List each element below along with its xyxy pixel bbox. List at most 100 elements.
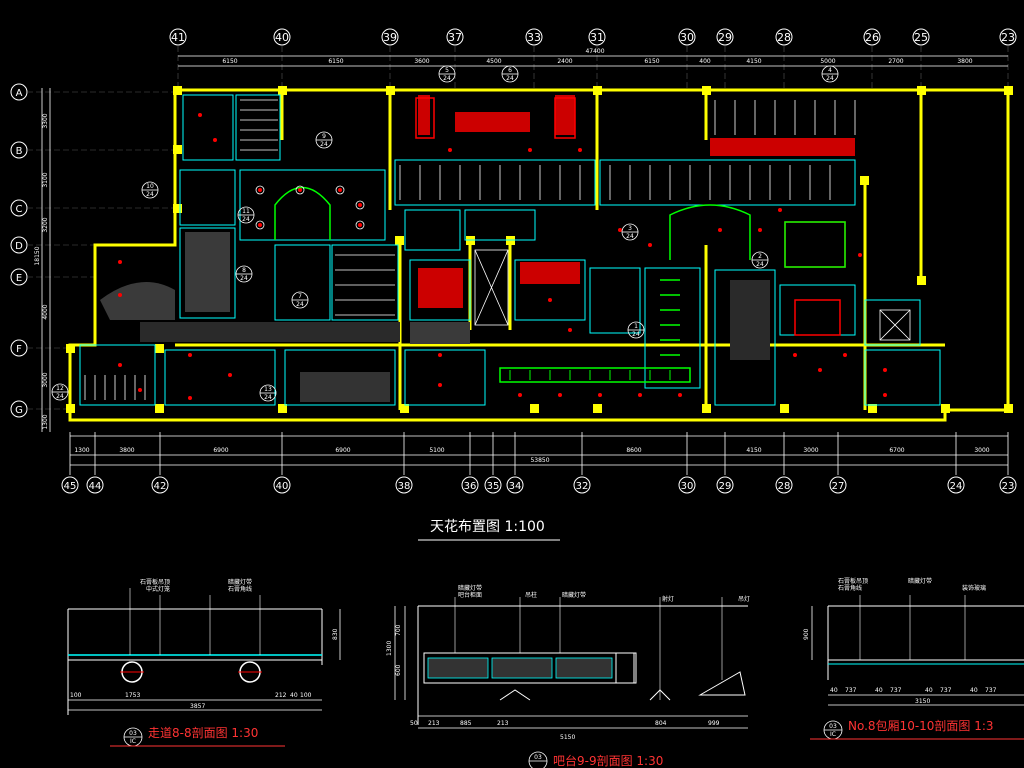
section-title: 走道8-8剖面图 1:30 bbox=[148, 726, 258, 740]
top-dim: 3800 bbox=[957, 58, 972, 65]
left-axis-label: G bbox=[15, 405, 23, 416]
left-axis-label: E bbox=[16, 273, 22, 284]
left-dim: 4000 bbox=[42, 304, 49, 319]
detail-tags bbox=[51, 65, 839, 402]
sec2-dim: 885 bbox=[460, 720, 472, 727]
left-axis-label: F bbox=[16, 344, 22, 355]
tag-sheet: 24 bbox=[242, 216, 250, 223]
callout: 石膏角线 bbox=[228, 585, 252, 593]
section-10-10-title: 03 IC No.8包厢10-10剖面图 1:3 bbox=[810, 719, 1024, 740]
plan-title: 天花布置图 1:100 bbox=[430, 519, 545, 535]
callout: 暗藏灯带 bbox=[908, 577, 932, 585]
sec3-dim: 3150 bbox=[915, 698, 930, 705]
top-dim-total: 47400 bbox=[585, 48, 604, 55]
bottom-dim: 6900 bbox=[335, 447, 350, 454]
top-dim: 6150 bbox=[644, 58, 659, 65]
tag-num: 1 bbox=[634, 323, 638, 330]
top-axis-label: 31 bbox=[590, 31, 604, 44]
section-10-10-drawing bbox=[811, 595, 1024, 706]
top-dim: 6150 bbox=[328, 58, 343, 65]
sec3-dim: 900 bbox=[803, 628, 810, 640]
callout: 暗藏灯带 bbox=[228, 578, 252, 586]
sec2-dim: 50 bbox=[410, 720, 418, 727]
svg-text:03: 03 bbox=[129, 730, 137, 737]
bottom-axis-label: 34 bbox=[509, 481, 522, 492]
sec1-dim: 830 bbox=[332, 628, 339, 640]
bottom-dim: 5100 bbox=[429, 447, 444, 454]
callout: 吧台柜面 bbox=[458, 591, 482, 599]
light-fixtures bbox=[118, 113, 887, 400]
left-dim: 3300 bbox=[42, 113, 49, 128]
sec3-dim: 737 bbox=[890, 687, 902, 694]
section-9-9-drawing bbox=[394, 597, 748, 729]
callout: 射灯 bbox=[662, 595, 674, 603]
svg-text:IC: IC bbox=[130, 738, 136, 745]
sec2-dim: 5150 bbox=[560, 734, 575, 741]
top-dim: 5000 bbox=[820, 58, 835, 65]
section-9-9-title: 03 吧台9-9剖面图 1:30 bbox=[528, 751, 663, 768]
bottom-axis-markers bbox=[61, 476, 1017, 494]
bottom-dimension-line bbox=[69, 432, 1009, 475]
sec3-dim: 40 bbox=[925, 687, 933, 694]
tag-num: 10 bbox=[146, 183, 154, 190]
tag-num: 12 bbox=[56, 385, 64, 392]
tag-sheet: 24 bbox=[240, 275, 248, 282]
green-details bbox=[274, 186, 846, 383]
left-axis-label: C bbox=[16, 204, 23, 215]
sec3-dim: 737 bbox=[940, 687, 952, 694]
bottom-axis-label: 40 bbox=[276, 481, 289, 492]
sec2-dim: 1300 bbox=[386, 641, 393, 656]
sec1-dim: 1753 bbox=[125, 692, 140, 699]
section-title: 吧台9-9剖面图 1:30 bbox=[553, 753, 663, 768]
bottom-dim: 3800 bbox=[119, 447, 134, 454]
bottom-axis-label: 32 bbox=[576, 481, 589, 492]
sec1-dim: 100 bbox=[300, 692, 312, 699]
top-axis-label: 29 bbox=[718, 31, 732, 44]
sec3-dim: 40 bbox=[875, 687, 883, 694]
left-axis-label: A bbox=[16, 88, 23, 99]
bottom-dim: 6900 bbox=[213, 447, 228, 454]
svg-text:03: 03 bbox=[534, 754, 542, 761]
sec2-dim: 999 bbox=[708, 720, 720, 727]
tag-sheet: 24 bbox=[632, 331, 640, 338]
left-dim: 3200 bbox=[42, 217, 49, 232]
svg-text:IC: IC bbox=[830, 731, 836, 738]
ceiling-strips bbox=[84, 99, 856, 400]
top-axis-label: 33 bbox=[527, 31, 541, 44]
tag-num: 4 bbox=[828, 67, 832, 74]
bottom-dim: 6700 bbox=[889, 447, 904, 454]
sec2-dim: 600 bbox=[395, 664, 402, 676]
left-axis-label: B bbox=[16, 146, 23, 157]
interior-partitions bbox=[79, 94, 941, 406]
tag-num: 7 bbox=[298, 293, 302, 300]
bottom-dim: 3000 bbox=[803, 447, 818, 454]
tag-num: 6 bbox=[508, 67, 512, 74]
tag-sheet: 24 bbox=[826, 75, 834, 82]
left-dim-total: 18150 bbox=[34, 246, 41, 265]
bottom-dim: 8600 bbox=[626, 447, 641, 454]
top-axis-label: 30 bbox=[680, 31, 694, 44]
top-dim: 6150 bbox=[222, 58, 237, 65]
callout: 石膏板吊顶 bbox=[838, 577, 868, 585]
bottom-axis-label: 30 bbox=[681, 481, 694, 492]
sec2-dim: 213 bbox=[428, 720, 440, 727]
sec3-dim: 40 bbox=[830, 687, 838, 694]
sec1-dim: 212 bbox=[275, 692, 287, 699]
bottom-dim: 4150 bbox=[746, 447, 761, 454]
bottom-axis-label: 23 bbox=[1002, 481, 1015, 492]
tag-num: 2 bbox=[758, 253, 762, 260]
section-8-8-title: 03 IC 走道8-8剖面图 1:30 bbox=[110, 726, 285, 747]
callout: 吊灯 bbox=[738, 595, 750, 603]
hatched-areas bbox=[100, 232, 770, 402]
top-axis-label: 37 bbox=[448, 31, 462, 44]
tag-num: 11 bbox=[242, 208, 250, 215]
sec1-dim: 3857 bbox=[190, 703, 205, 710]
bottom-dim: 1300 bbox=[74, 447, 89, 454]
tag-sheet: 24 bbox=[756, 261, 764, 268]
callout: 暗藏灯带 bbox=[458, 584, 482, 592]
sec3-dim: 737 bbox=[845, 687, 857, 694]
sec1-dim: 40 bbox=[290, 692, 298, 699]
callout: 暗藏灯带 bbox=[562, 591, 586, 599]
top-dim: 2700 bbox=[888, 58, 903, 65]
